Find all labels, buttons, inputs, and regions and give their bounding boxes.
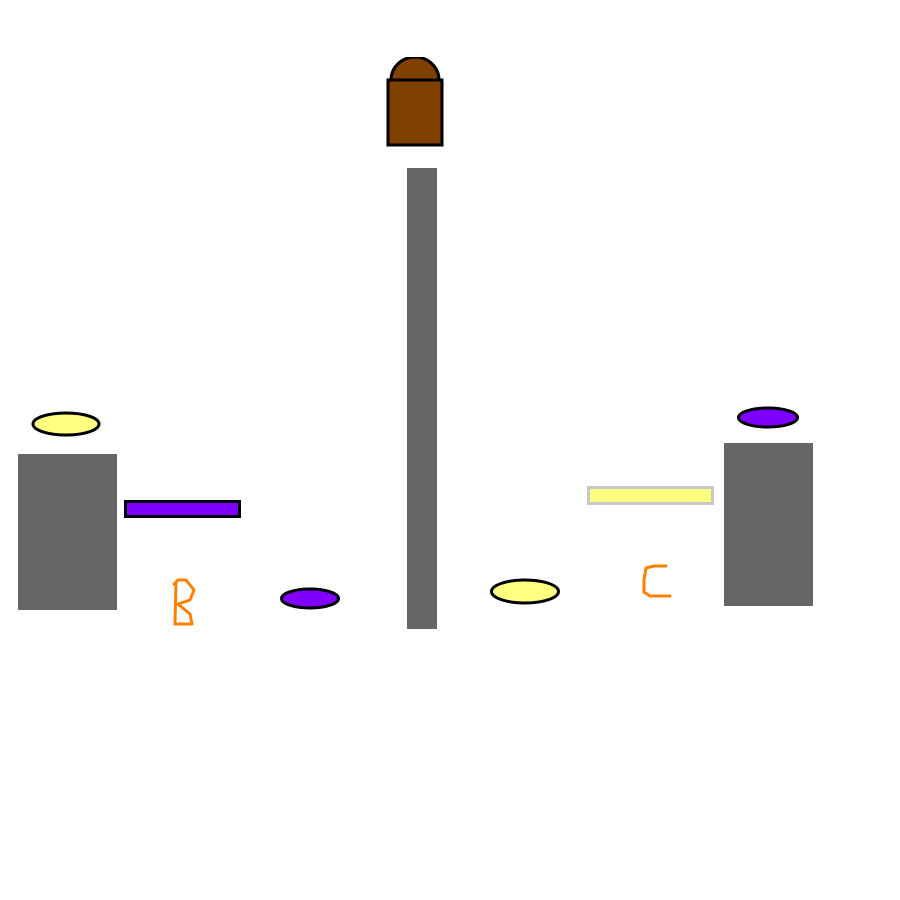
yellow-barrier-icon	[587, 486, 714, 505]
marker-b-drawing	[172, 578, 196, 626]
purple-pressure-plate-icon[interactable]	[736, 405, 800, 430]
center-wall	[407, 168, 437, 629]
right-block	[724, 443, 813, 606]
marker-c-drawing	[642, 564, 672, 598]
yellow-pressure-plate-icon[interactable]	[489, 577, 561, 606]
left-block	[18, 454, 117, 610]
exit-door-icon[interactable]	[386, 57, 444, 148]
yellow-pressure-plate-icon[interactable]	[30, 410, 102, 438]
marker-b-label: B	[170, 578, 171, 579]
purple-barrier-icon	[124, 500, 241, 518]
marker-c-label: C	[640, 564, 641, 565]
purple-pressure-plate-icon[interactable]	[279, 586, 341, 611]
